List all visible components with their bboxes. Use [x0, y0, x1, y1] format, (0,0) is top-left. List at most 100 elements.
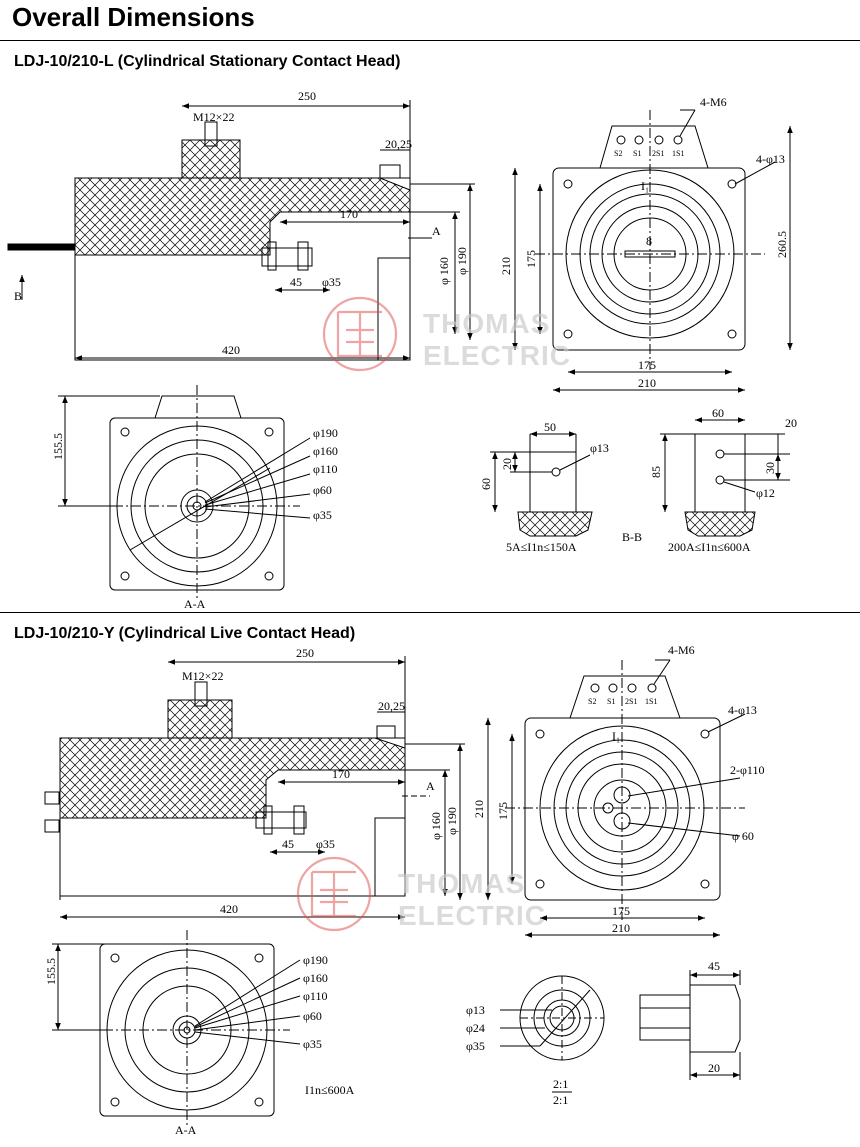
watermark-1: THOMAS ELECTRIC	[322, 296, 571, 372]
term-1s1-y: 1S1	[645, 697, 657, 706]
dim-85-bb: 85	[649, 466, 663, 478]
watermark-1-line1: THOMAS	[423, 308, 550, 339]
watermark-2-line1: THOMAS	[398, 868, 525, 899]
term-s2-y: S2	[588, 697, 596, 706]
label-aa-l: A-A	[184, 597, 206, 611]
dim-35-l: φ35	[322, 275, 341, 289]
side-view-l	[7, 100, 475, 361]
dim-2025-l: 20,25	[385, 137, 412, 151]
term-2s1-l: 2S1	[652, 149, 664, 158]
term-s1-y: S1	[607, 697, 615, 706]
dim-170-y: 170	[332, 767, 350, 781]
watermark-2-line2: ELECTRIC	[398, 900, 546, 931]
dim-175-l: 175	[524, 250, 538, 268]
dim-45-y: 45	[282, 837, 294, 851]
dim-170-l: 170	[340, 207, 358, 221]
dim-m6-l: 4-M6	[700, 95, 727, 109]
dim-20-det: 20	[708, 1061, 720, 1075]
dim-2025-y: 20,25	[378, 699, 405, 713]
page-title: Overall Dimensions	[12, 2, 255, 32]
diam-110-l: φ110	[313, 462, 337, 476]
section-divider	[0, 612, 860, 613]
section-aa-y-labels: 155.5 φ190 φ160 φ110 φ60 φ35 I1n≤600A A-…	[44, 953, 355, 1137]
dim-35-det: φ35	[466, 1039, 485, 1053]
detail-y-labels: φ13 φ24 φ35 2:1 2:1 45 20	[466, 959, 720, 1107]
front-view-y	[485, 659, 746, 938]
dim-190-y: φ 190	[445, 807, 459, 835]
section-aa-l-labels: 155.5 φ190 φ160 φ110 φ60 φ35 A-A	[51, 426, 338, 611]
front-view-y-labels: 4-M6 4-φ13 S2 S1 2S1 1S1 I₁ 2-φ110 φ 60 …	[472, 643, 764, 935]
diam-190-l: φ190	[313, 426, 338, 440]
dim-45-l: 45	[290, 275, 302, 289]
diam-190-y: φ190	[303, 953, 328, 967]
mark-l: I₁	[641, 179, 649, 193]
section-aa-y	[52, 930, 301, 1125]
dim-2110-y: 2-φ110	[730, 763, 764, 777]
label-a-y: A	[426, 779, 435, 793]
diam-110-y: φ110	[303, 989, 327, 1003]
diam-160-y: φ160	[303, 971, 328, 985]
dim-45-det: 45	[708, 959, 720, 973]
term-s2-l: S2	[614, 149, 622, 158]
dim-210-l: 210	[499, 257, 513, 275]
mark-y: I₁	[612, 729, 620, 743]
dim-420-l: 420	[222, 343, 240, 357]
front-view-l	[512, 109, 793, 393]
dim-175-y: 175	[496, 802, 510, 820]
label-b-l: B	[14, 289, 22, 303]
scale-bottom-det: 2:1	[553, 1093, 568, 1107]
diam-160-l: φ160	[313, 444, 338, 458]
title-divider	[0, 40, 860, 41]
dim-175b-l: 175	[638, 358, 656, 372]
label-bb: B-B	[622, 530, 642, 544]
dim-160-y: φ 160	[429, 812, 443, 840]
label-aa-y: A-A	[175, 1123, 197, 1137]
dim-2605-l: 260.5	[775, 231, 789, 258]
range-left-bb: 5A≤I1n≤150A	[506, 540, 577, 554]
section-title-l: LDJ-10/210-L (Cylindrical Stationary Con…	[14, 53, 401, 70]
dim-1555-y: 155.5	[44, 958, 58, 985]
dim-m12-y: M12×22	[182, 669, 223, 683]
front-view-l-labels: 4-M6 4-φ13 S2 S1 2S1 1S1 I₁ 8 210 175 26…	[499, 95, 789, 390]
detail-y	[500, 970, 741, 1093]
dim-190-l: φ 190	[455, 247, 469, 275]
dim-250-l: 250	[298, 89, 316, 103]
dim-250-y: 250	[296, 646, 314, 660]
side-view-y	[44, 656, 465, 920]
diam-60-l: φ60	[313, 483, 332, 497]
dim-210b-y: 210	[612, 921, 630, 935]
dim-12-bb: φ12	[756, 486, 775, 500]
detail-bb	[490, 417, 790, 537]
dim-1555-l: 155.5	[51, 433, 65, 460]
dim-175b-y: 175	[612, 904, 630, 918]
dim-24-det: φ24	[466, 1021, 485, 1035]
dim-420-y: 420	[220, 902, 238, 916]
watermark-1-line2: ELECTRIC	[423, 340, 571, 371]
dim-50-bb: 50	[544, 420, 556, 434]
dim-210b-l: 210	[638, 376, 656, 390]
dim-30-bb: 30	[763, 462, 777, 474]
dim-13-bb: φ13	[590, 441, 609, 455]
scale-top-det: 2:1	[553, 1077, 568, 1091]
dim-m6-y: 4-M6	[668, 643, 695, 657]
dim-210-y: 210	[472, 800, 486, 818]
dim-13-det: φ13	[466, 1003, 485, 1017]
note-i1n-y: I1n≤600A	[305, 1083, 355, 1097]
section-aa-l	[58, 385, 311, 600]
label-a-l: A	[432, 224, 441, 238]
dim-60-bb: 60	[479, 478, 493, 490]
side-view-y-labels: 250 M12×22 20,25 170 A 45 φ35 420 φ 160 …	[182, 646, 459, 916]
term-s1-l: S1	[633, 149, 641, 158]
range-right-bb: 200A≤I1n≤600A	[668, 540, 751, 554]
dim-8-l: 8	[646, 234, 652, 248]
dim-35-y: φ35	[316, 837, 335, 851]
term-2s1-y: 2S1	[625, 697, 637, 706]
diam-35-l: φ35	[313, 508, 332, 522]
watermark-2: THOMAS ELECTRIC	[296, 856, 546, 932]
dim-60-y: φ 60	[732, 829, 754, 843]
dim-holes-y: 4-φ13	[728, 703, 757, 717]
dim-m12-l: M12×22	[193, 110, 234, 124]
side-view-l-labels: 250 M12×22 20,25 170 A B 45 φ35 420 φ 16…	[14, 89, 469, 357]
detail-bb-labels: 50 φ13 20 60 5A≤I1n≤150A B-B 60 20 85 30…	[479, 406, 797, 554]
